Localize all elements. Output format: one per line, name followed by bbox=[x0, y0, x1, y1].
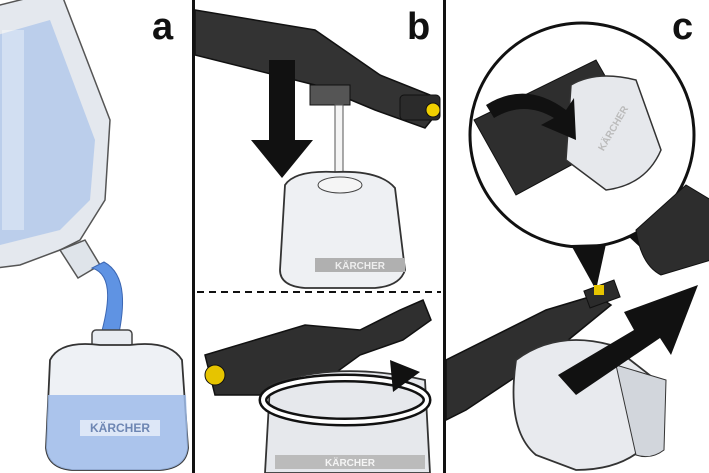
lance-nozzle bbox=[635, 184, 709, 276]
panel-a: KÄRCHER a bbox=[0, 0, 192, 473]
magnifier-pointer bbox=[571, 244, 606, 290]
brand-logo: KÄRCHER bbox=[335, 259, 386, 272]
panel-divider-2 bbox=[443, 0, 446, 473]
liquid-stream bbox=[90, 261, 124, 339]
spray-gun-handle bbox=[195, 9, 441, 129]
detergent-bottle bbox=[0, 0, 111, 280]
foam-nozzle-assembly bbox=[446, 279, 667, 471]
pour-detergent-illustration: KÄRCHER bbox=[0, 0, 189, 471]
step-letter-b: b bbox=[407, 6, 431, 48]
diagonal-arrow-icon bbox=[558, 285, 698, 395]
foam-bottle: KÄRCHER bbox=[45, 329, 189, 471]
rotate-arrow-icon bbox=[258, 360, 432, 427]
panel-c: KÄRCHER c bbox=[446, 0, 709, 473]
panel-divider-1 bbox=[192, 0, 195, 473]
step-letter-a: a bbox=[152, 6, 174, 48]
foam-bottle: KÄRCHER bbox=[279, 170, 406, 289]
down-arrow-icon bbox=[251, 60, 313, 178]
step-letter-c: c bbox=[672, 6, 694, 48]
brand-logo: KÄRCHER bbox=[90, 420, 150, 435]
connect-nozzle-illustration: KÄRCHER bbox=[446, 21, 709, 471]
attach-bottle-illustration: KÄRCHER KÄRCHER bbox=[195, 9, 441, 473]
magnifier-circle-icon: KÄRCHER bbox=[468, 21, 696, 249]
panel-b: KÄRCHER KÄRCHER b bbox=[195, 0, 443, 473]
brand-logo: KÄRCHER bbox=[325, 456, 376, 469]
